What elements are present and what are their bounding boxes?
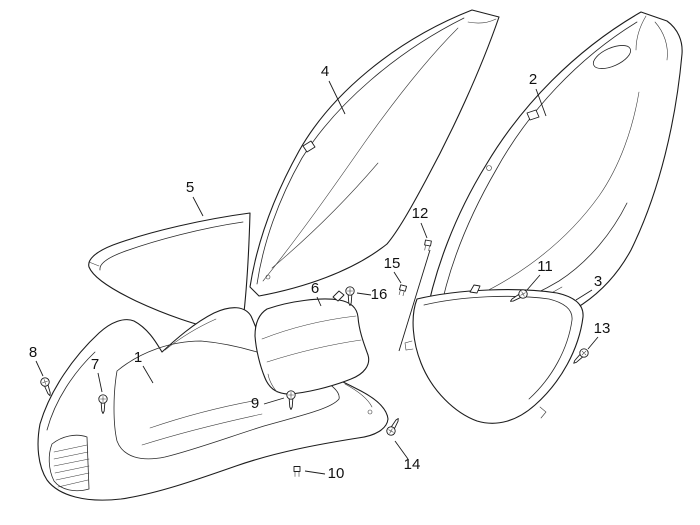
- leader-line-12-extension: [398, 249, 431, 352]
- leader-line-4: [328, 80, 346, 115]
- part-6-central-cover: [254, 290, 370, 395]
- leader-line-7: [97, 372, 103, 393]
- callout-1: 1: [134, 349, 142, 366]
- leader-line-16: [356, 292, 372, 296]
- leader-line-6: [316, 296, 322, 307]
- leader-line-8: [35, 360, 44, 377]
- callout-5: 5: [186, 179, 194, 196]
- callout-labels: 1 2 3 4 5 6 7 8 9 10 11 12 13 14 15 16: [29, 63, 611, 482]
- callout-13: 13: [594, 320, 611, 337]
- callout-8: 8: [29, 344, 37, 361]
- callout-15: 15: [384, 255, 401, 272]
- callout-4: 4: [321, 63, 329, 80]
- part-12-clip: [423, 239, 432, 252]
- callout-9: 9: [251, 395, 259, 412]
- leader-line-12: [420, 222, 428, 239]
- part-3-side-cover: [404, 284, 584, 424]
- leader-line-11: [526, 274, 541, 291]
- leader-line-10: [304, 470, 326, 475]
- part-4-side-panel: [249, 9, 500, 297]
- callout-10: 10: [328, 465, 345, 482]
- leader-line-1: [142, 365, 154, 384]
- leader-line-2: [535, 88, 547, 117]
- leader-line-14: [394, 440, 409, 460]
- leader-lines: [35, 80, 599, 475]
- leader-line-9: [263, 397, 285, 405]
- leader-line-15: [393, 271, 402, 284]
- callout-7: 7: [91, 356, 99, 373]
- part-1-footboard: [37, 307, 389, 501]
- callout-14: 14: [404, 456, 421, 473]
- callout-2: 2: [529, 71, 537, 88]
- callout-6: 6: [311, 280, 319, 297]
- callout-3: 3: [594, 273, 602, 290]
- leader-line-5: [192, 196, 204, 217]
- leader-line-13: [587, 336, 599, 350]
- part-10-clip: [293, 466, 301, 477]
- part-15-clip: [397, 284, 407, 297]
- callout-16: 16: [371, 286, 388, 303]
- leader-line-3: [575, 289, 593, 301]
- callout-11: 11: [537, 258, 553, 275]
- callout-12: 12: [412, 205, 429, 222]
